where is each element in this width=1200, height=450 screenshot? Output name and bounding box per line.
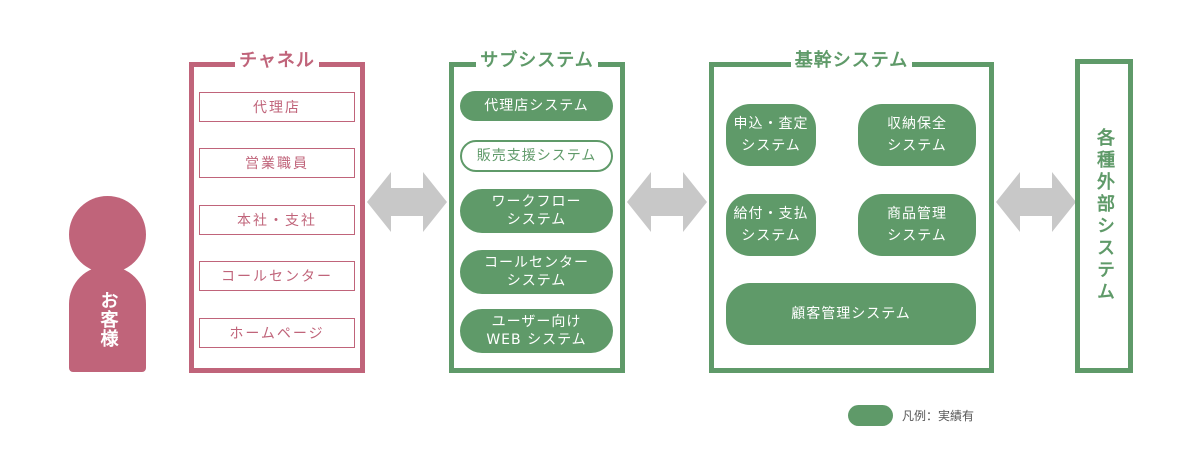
subsystem-user-web: ユーザー向け WEB システム — [460, 309, 613, 353]
subsystem-title-wrap: サブシステム — [449, 47, 625, 75]
double-arrow-icon — [996, 172, 1076, 232]
channel-title-wrap: チャネル — [189, 47, 365, 75]
channel-item-agency: 代理店 — [199, 92, 355, 122]
channel-item-sales-staff: 営業職員 — [199, 148, 355, 178]
channel-item-homepage: ホームページ — [199, 318, 355, 348]
subsystem-title: サブシステム — [476, 47, 598, 75]
legend-label: 凡例：実績有 — [902, 409, 975, 423]
core-application-review: 申込・査定 システム — [726, 104, 816, 166]
channel-item-call-center: コールセンター — [199, 261, 355, 291]
customer-label: お客様 — [69, 266, 146, 372]
double-arrow-icon — [627, 172, 707, 232]
subsystem-call-center: コールセンター システム — [460, 250, 613, 294]
subsystem-workflow: ワークフロー システム — [460, 189, 613, 233]
core-collection-maintenance: 収納保全 システム — [858, 104, 976, 166]
external-systems-label: 各種外部システム — [1094, 128, 1115, 304]
subsystem-agency: 代理店システム — [460, 91, 613, 121]
subsystem-sales-support: 販売支援システム — [460, 140, 613, 172]
legend-swatch — [848, 405, 893, 426]
external-systems-panel: 各種外部システム — [1075, 59, 1133, 373]
double-arrow-icon — [367, 172, 447, 232]
core-customer-management: 顧客管理システム — [726, 283, 976, 345]
customer-head — [69, 196, 146, 273]
core-title-wrap: 基幹システム — [709, 47, 994, 75]
core-benefit-payment: 給付・支払 システム — [726, 194, 816, 256]
channel-title: チャネル — [235, 47, 319, 75]
core-title: 基幹システム — [790, 47, 913, 75]
core-product-management: 商品管理 システム — [858, 194, 976, 256]
channel-item-head-office: 本社・支社 — [199, 205, 355, 235]
